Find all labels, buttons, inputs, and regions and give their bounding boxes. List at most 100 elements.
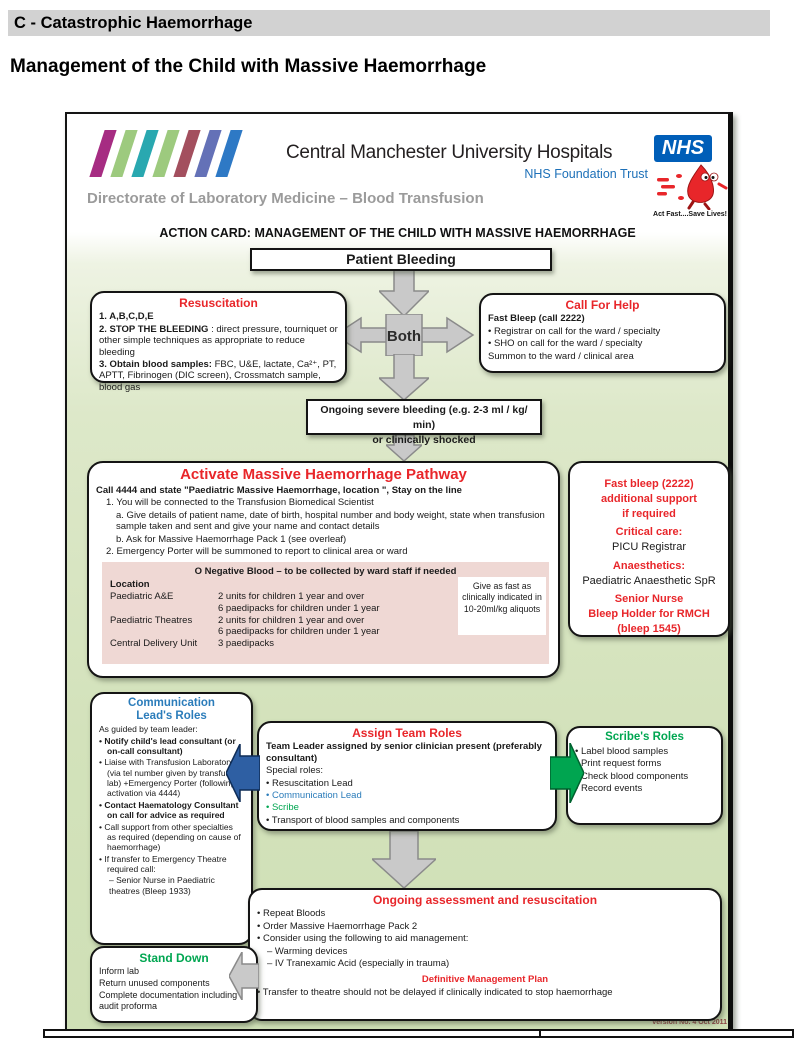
text-line: PICU Registrar — [612, 541, 686, 553]
next-page-table-edge — [43, 1029, 794, 1038]
ongoing-severe-line1: Ongoing severe bleeding (e.g. 2-3 ml / k… — [320, 404, 528, 432]
action-card-frame: Central Manchester University Hospitals … — [65, 112, 733, 1030]
arrow-down-icon — [372, 831, 436, 888]
scribe-title: Scribe's Roles — [605, 731, 684, 743]
text-line: Fast Bleep (call 2222) — [488, 313, 585, 325]
text-line: • Contact Haematology Consultant on call… — [99, 799, 239, 821]
text-line: • Print request forms — [575, 758, 662, 770]
communication-lead-node: Communication Lead's Roles As guided by … — [90, 692, 253, 945]
assign-lines: Team Leader assigned by senior clinician… — [266, 741, 548, 826]
blood-drop-mascot-icon — [657, 164, 728, 210]
communication-title-line2: Lead's Roles — [136, 709, 207, 722]
text-line: 1. A,B,C,D,E — [99, 311, 154, 323]
text-line: Complete documentation including audit p… — [99, 989, 238, 1011]
text-line: Special roles: — [266, 765, 324, 777]
communication-lines: As guided by team leader:• Notify child'… — [99, 724, 244, 896]
call-for-help-node: Call For Help Fast Bleep (call 2222)• Re… — [479, 293, 726, 373]
text-line: • Record events — [575, 782, 643, 794]
arrow-down-icon — [379, 269, 429, 316]
ongoing-severe-line2: or clinically shocked — [372, 434, 476, 447]
text-line: • Label blood samples — [575, 745, 669, 757]
aliquots-note: Give as fast as clinically indicated in … — [458, 577, 546, 635]
directorate-label: Directorate of Laboratory Medicine – Blo… — [87, 190, 484, 207]
text-line: additional support — [601, 492, 697, 505]
mascot-slogan: Act Fast....Save Lives! — [653, 211, 727, 218]
o-negative-row: Location — [110, 578, 150, 590]
action-card-title: ACTION CARD: MANAGEMENT OF THE CHILD WIT… — [159, 226, 636, 240]
text-line: • Registrar on call for the ward / speci… — [488, 325, 661, 337]
text-line: • SHO on call for the ward / specialty — [488, 338, 643, 350]
ongoing-severe-bleeding-node: Ongoing severe bleeding (e.g. 2-3 ml / k… — [306, 399, 542, 446]
text-line: – IV Tranexamic Acid (especially in trau… — [267, 957, 450, 969]
text-line: – Senior Nurse in Paediatric theatres (B… — [109, 875, 215, 896]
arrow-left-gray-icon — [229, 952, 259, 1000]
text-line: b. Ask for Massive Haemorrhage Pack 1 (s… — [116, 533, 347, 545]
activate-lines: Call 4444 and state "Paediatric Massive … — [96, 485, 551, 557]
text-line: Inform lab — [99, 966, 140, 977]
text-line: Summon to the ward / clinical area — [488, 350, 634, 362]
ongoing-assessment-lines: • Repeat Bloods• Order Massive Haemorrha… — [257, 908, 713, 998]
patient-bleeding-node: Patient Bleeding — [250, 248, 552, 271]
text-line: 2. STOP THE BLEEDING : direct pressure, … — [99, 323, 338, 358]
scribe-lines: • Label blood samples• Print request for… — [575, 746, 714, 795]
hospital-name: Central Manchester University Hospitals — [286, 142, 613, 163]
communication-title-line1: Communication — [128, 697, 215, 709]
text-line: • Call support from other specialties as… — [99, 821, 241, 853]
text-line: • Check blood components — [575, 770, 689, 782]
text-line: • Transport of blood samples and compone… — [266, 814, 460, 826]
arrow-down-icon — [379, 354, 429, 400]
text-line: Team Leader assigned by senior clinician… — [266, 741, 542, 764]
text-line: • Scribe — [266, 802, 299, 814]
activate-title: Activate Massive Haemorrhage Pathway — [180, 466, 467, 483]
text-line: Anaesthetics: — [612, 559, 686, 572]
communication-title: Communication Lead's Roles — [99, 697, 244, 722]
resuscitation-title: Resuscitation — [179, 296, 258, 310]
text-line: Bleep Holder for RMCH — [588, 608, 710, 620]
stand-down-title: Stand Down — [139, 951, 209, 965]
text-line: • Liaise with Transfusion Laboratory (vi… — [99, 757, 242, 799]
text-line: if required — [622, 507, 676, 520]
both-label: Both — [387, 328, 421, 345]
text-line: 2. Emergency Porter will be summoned to … — [106, 545, 408, 557]
text-line: Senior Nurse — [614, 593, 684, 606]
text-line: As guided by team leader: — [99, 724, 198, 735]
text-line: 1. You will be connected to the Transfus… — [106, 497, 374, 509]
text-line: (bleep 1545) — [617, 622, 681, 635]
text-line: • Notify child's lead consultant (or on-… — [99, 735, 236, 756]
assign-title: Assign Team Roles — [352, 726, 462, 740]
nhs-logo: NHS — [654, 135, 712, 162]
text-line: Call 4444 and state "Paediatric Massive … — [96, 485, 462, 496]
call-for-help-title: Call For Help — [565, 298, 640, 312]
text-line: Critical care: — [615, 526, 683, 539]
section-banner: C - Catastrophic Haemorrhage — [8, 10, 770, 36]
text-line: Return unused components — [99, 978, 210, 989]
both-double-arrow-icon: Both — [333, 314, 475, 356]
text-line: • Order Massive Haemorrhage Pack 2 — [257, 920, 418, 932]
text-line: • Communication Lead — [266, 789, 362, 801]
text-line: – Warming devices — [267, 945, 348, 957]
text-line: 3. Obtain blood samples: FBC, U&E, lacta… — [99, 358, 337, 393]
text-line: • Transfer to theatre should not be dela… — [257, 986, 613, 998]
version-note: Version No. 4 Oct 2011 — [651, 1019, 727, 1026]
text-line: • Consider using the following to aid ma… — [257, 933, 469, 945]
arrow-right-green-icon — [550, 743, 584, 803]
assign-team-roles-node: Assign Team Roles Team Leader assigned b… — [257, 721, 557, 831]
ongoing-assessment-node: Ongoing assessment and resuscitation • R… — [248, 888, 722, 1021]
cmft-stripes-logo — [89, 130, 244, 177]
logo-stripe — [215, 130, 243, 177]
text-line: • If transfer to Emergency Theatre requi… — [99, 853, 227, 874]
o-negative-title: O Negative Blood – to be collected by wa… — [194, 566, 457, 577]
text-line: • Repeat Bloods — [257, 908, 326, 920]
page-title: Management of the Child with Massive Hae… — [10, 56, 487, 77]
